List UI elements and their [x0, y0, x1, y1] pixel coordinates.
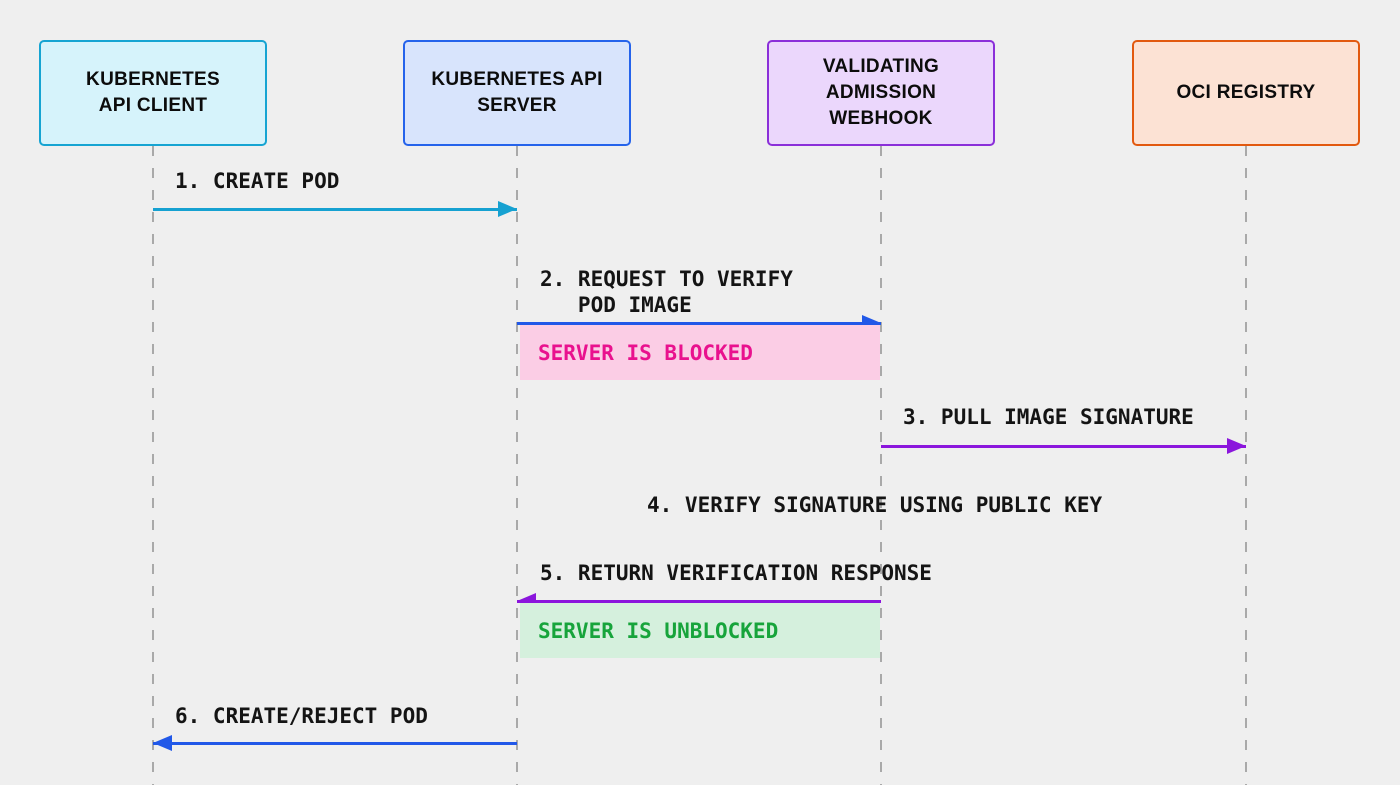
actor-label-line: SERVER [477, 95, 557, 116]
message-text-line: 1. CREATE POD [175, 169, 340, 193]
message-text-line: 2. REQUEST TO VERIFY [540, 267, 793, 291]
lifeline-validating-admission-webhook [880, 146, 882, 785]
arrowhead-pull-image-signature [1227, 438, 1246, 454]
actor-validating-admission-webhook: VALIDATING ADMISSION WEBHOOK [767, 40, 995, 146]
message-label-pull-image-signature: 3. PULL IMAGE SIGNATURE [903, 404, 1194, 430]
actor-oci-registry: OCI REGISTRY [1132, 40, 1360, 146]
lifeline-kubernetes-api-server [516, 146, 518, 785]
message-text-line: 6. CREATE/REJECT POD [175, 704, 428, 728]
note-server-is-unblocked: SERVER IS UNBLOCKED [520, 603, 880, 658]
note-text: SERVER IS UNBLOCKED [538, 618, 779, 643]
actor-kubernetes-api-client: KUBERNETES API CLIENT [39, 40, 267, 146]
actor-label-line: VALIDATING [822, 56, 940, 77]
arrow-line-pull-image-signature [881, 445, 1246, 448]
message-text-line: POD IMAGE [540, 293, 692, 317]
actor-label-line: ADMISSION [825, 82, 937, 103]
actor-label-line: API CLIENT [98, 95, 208, 116]
arrow-line-create-pod [153, 208, 517, 211]
actor-label-line: WEBHOOK [829, 108, 933, 129]
note-text: SERVER IS BLOCKED [538, 340, 753, 365]
message-text-line: 5. RETURN VERIFICATION RESPONSE [540, 561, 932, 585]
arrowhead-create-pod [498, 201, 517, 217]
arrow-line-request-to-verify-pod-image [517, 322, 881, 325]
arrow-line-create-reject-pod [153, 742, 517, 745]
arrowhead-create-reject-pod [153, 735, 172, 751]
message-label-return-verification-response: 5. RETURN VERIFICATION RESPONSE [540, 560, 932, 586]
lifeline-oci-registry [1245, 146, 1247, 785]
message-label-verify-signature-using-public-key: 4. VERIFY SIGNATURE USING PUBLIC KEY [647, 492, 1102, 518]
message-text-line: 4. VERIFY SIGNATURE USING PUBLIC KEY [647, 493, 1103, 517]
arrow-line-return-verification-response [517, 600, 881, 603]
message-label-request-to-verify-pod-image: 2. REQUEST TO VERIFY POD IMAGE [540, 266, 793, 318]
note-server-is-blocked: SERVER IS BLOCKED [520, 325, 880, 380]
message-label-create-pod: 1. CREATE POD [175, 168, 339, 194]
actor-label-line: KUBERNETES API [431, 69, 603, 90]
message-label-create-reject-pod: 6. CREATE/REJECT POD [175, 703, 428, 729]
actor-label-line: KUBERNETES [86, 69, 220, 90]
actor-kubernetes-api-server: KUBERNETES API SERVER [403, 40, 631, 146]
message-text-line: 3. PULL IMAGE SIGNATURE [903, 405, 1194, 429]
lifeline-kubernetes-api-client [152, 146, 154, 785]
actor-label-line: OCI REGISTRY [1176, 82, 1316, 103]
